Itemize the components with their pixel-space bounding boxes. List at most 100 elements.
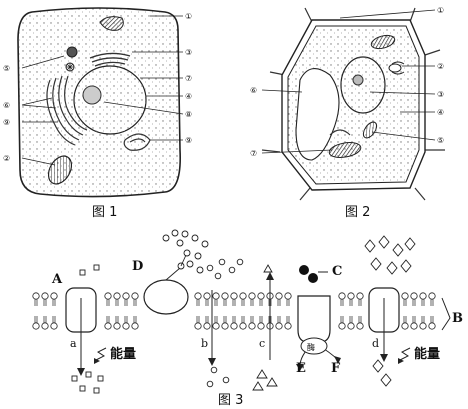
fig2-label-3: ③ xyxy=(437,90,444,99)
phospholipid-head xyxy=(131,292,139,307)
phospholipid-head xyxy=(131,315,139,330)
phospholipid-head xyxy=(41,315,49,330)
energy-label-right: 能量 xyxy=(414,346,440,362)
figure-1-animal-cell: ① ③ ⑦ ④ ⑧ ⑨ ⑤ ⑥ ⑨ ② 图 1 xyxy=(3,7,192,220)
label-d: d xyxy=(372,337,379,350)
phospholipid-head xyxy=(410,315,418,330)
phospholipid-head xyxy=(248,315,256,330)
molecules-outside xyxy=(79,235,416,280)
phospholipid-head xyxy=(284,315,292,330)
golgi xyxy=(89,52,131,67)
vesicle-d xyxy=(143,279,189,315)
phospholipid-head xyxy=(113,315,121,330)
phospholipid-head xyxy=(230,315,238,330)
fig2-label-2: ② xyxy=(437,62,444,71)
phospholipid-head xyxy=(410,292,418,307)
fig2-label-7: ⑦ xyxy=(250,149,257,158)
phospholipid-head xyxy=(419,292,427,307)
phospholipid-head xyxy=(32,315,40,330)
endoplasmic-reticulum xyxy=(46,75,88,146)
fig1-label-9-right: ⑨ xyxy=(185,136,192,145)
phospholipid-head xyxy=(212,315,220,330)
phospholipid-head xyxy=(41,292,49,307)
fig2-label-6: ⑥ xyxy=(250,86,257,95)
phospholipid-head xyxy=(428,292,436,307)
phospholipid-head xyxy=(257,292,265,307)
phospholipid-head xyxy=(194,292,202,307)
phospholipid-head xyxy=(338,315,346,330)
fig1-label-2: ② xyxy=(3,154,10,163)
phospholipid-head xyxy=(401,292,409,307)
phospholipid-head xyxy=(50,315,58,330)
phospholipid-head xyxy=(347,315,355,330)
carrier-protein-e xyxy=(297,295,331,343)
nucleolus xyxy=(82,85,102,105)
fig1-label-4: ④ xyxy=(185,92,192,101)
phospholipid-head xyxy=(50,292,58,307)
phospholipid-head xyxy=(212,292,220,307)
fig1-label-5: ⑤ xyxy=(3,64,10,73)
chloroplast xyxy=(370,34,396,50)
label-a: a xyxy=(70,337,77,350)
phospholipid-head xyxy=(275,292,283,307)
fig1-label-9-left: ⑨ xyxy=(3,118,10,127)
phospholipid-head xyxy=(113,292,121,307)
phospholipid-head xyxy=(230,292,238,307)
fig3-caption: 图 3 xyxy=(218,393,243,408)
label-b: b xyxy=(201,337,208,350)
phospholipid-head xyxy=(347,292,355,307)
label-B: B xyxy=(452,311,463,326)
phospholipid-head xyxy=(338,292,346,307)
label-F: F xyxy=(331,361,341,376)
phospholipid-head xyxy=(194,315,202,330)
fig1-label-3: ③ xyxy=(185,48,192,57)
energy-label-left: 能量 xyxy=(110,346,136,362)
phospholipid-head xyxy=(122,315,130,330)
label-C: C xyxy=(332,264,342,279)
phospholipid-head xyxy=(221,315,229,330)
mitochondrion xyxy=(47,155,73,185)
phospholipid-head xyxy=(248,292,256,307)
vacuole xyxy=(295,68,340,161)
phospholipid-head xyxy=(275,315,283,330)
phospholipid-head xyxy=(257,315,265,330)
phospholipid-head xyxy=(203,292,211,307)
phospholipid-head xyxy=(32,292,40,307)
phospholipid-head xyxy=(104,292,112,307)
label-c: c xyxy=(259,337,265,350)
molecule-c xyxy=(299,265,328,283)
figure-2-plant-cell: ① ② ③ ④ ⑤ ⑥ ⑦ 图 2 xyxy=(250,6,445,220)
fig1-caption: 图 1 xyxy=(92,205,117,220)
phospholipid-head xyxy=(122,292,130,307)
label-A: A xyxy=(51,272,63,287)
phospholipid-head xyxy=(284,292,292,307)
phospholipid-head xyxy=(203,315,211,330)
glycoprotein-chain xyxy=(162,229,209,281)
fig2-caption: 图 2 xyxy=(345,205,370,220)
fig1-label-6: ⑥ xyxy=(3,101,10,110)
phospholipid-head xyxy=(356,292,364,307)
fig2-label-1: ① xyxy=(437,6,444,15)
chloroplast xyxy=(328,142,362,158)
enzyme xyxy=(300,337,328,355)
figure-3-membrane-transport: 酶 A D C B E F a b c d 能量 能量 图 3 xyxy=(32,229,463,408)
molecules-inside xyxy=(71,359,392,394)
fig1-label-8: ⑧ xyxy=(185,110,192,119)
phospholipid-head xyxy=(221,292,229,307)
enzyme-label: 酶 xyxy=(307,342,315,352)
phospholipid-head xyxy=(104,315,112,330)
fig2-label-4: ④ xyxy=(437,108,444,117)
phospholipid-head xyxy=(239,292,247,307)
phospholipid-head xyxy=(419,315,427,330)
fig2-label-5: ⑤ xyxy=(437,136,444,145)
label-E: E xyxy=(296,361,306,376)
fig1-label-1: ① xyxy=(185,12,192,21)
phospholipid-head xyxy=(356,315,364,330)
phospholipid-head xyxy=(428,315,436,330)
phospholipid-head xyxy=(401,315,409,330)
fig1-label-7: ⑦ xyxy=(185,74,192,83)
centriole xyxy=(65,46,78,72)
phospholipid-head xyxy=(239,315,247,330)
label-D: D xyxy=(132,259,143,274)
